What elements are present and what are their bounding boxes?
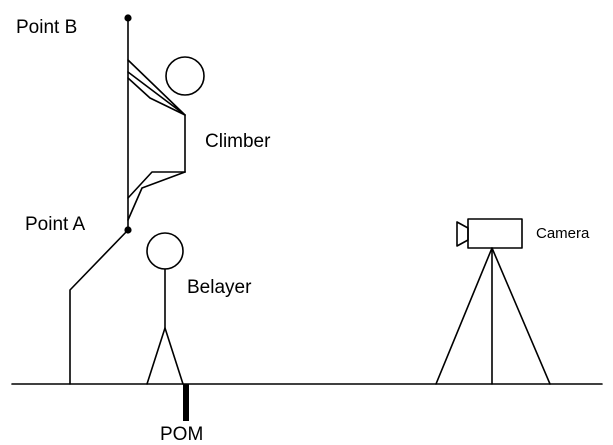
camera-tripod — [435, 218, 551, 385]
point-b-dot — [124, 14, 132, 22]
camera-lens — [456, 221, 469, 247]
belayer-label: Belayer — [187, 277, 252, 298]
climber-figure — [127, 56, 205, 221]
climber-lower-leg-2 — [127, 171, 186, 221]
climber-label: Climber — [205, 131, 271, 152]
belayer-legs — [146, 327, 184, 385]
pom-label: POM — [160, 424, 204, 445]
climber-upper-arm — [127, 59, 186, 116]
rope-line — [69, 229, 129, 385]
camera-body — [467, 218, 523, 249]
camera-label: Camera — [536, 225, 590, 242]
tripod-legs — [435, 247, 551, 385]
climber-arm-bend — [127, 77, 186, 116]
climber-head — [165, 56, 205, 96]
belayer-head — [146, 232, 184, 270]
point-b-label: Point B — [16, 17, 78, 38]
point-a-label: Point A — [25, 214, 86, 235]
belayer-figure — [146, 232, 184, 385]
climber-lower-leg — [127, 171, 186, 199]
pom-post — [183, 384, 189, 421]
point-a-dot — [124, 226, 132, 234]
